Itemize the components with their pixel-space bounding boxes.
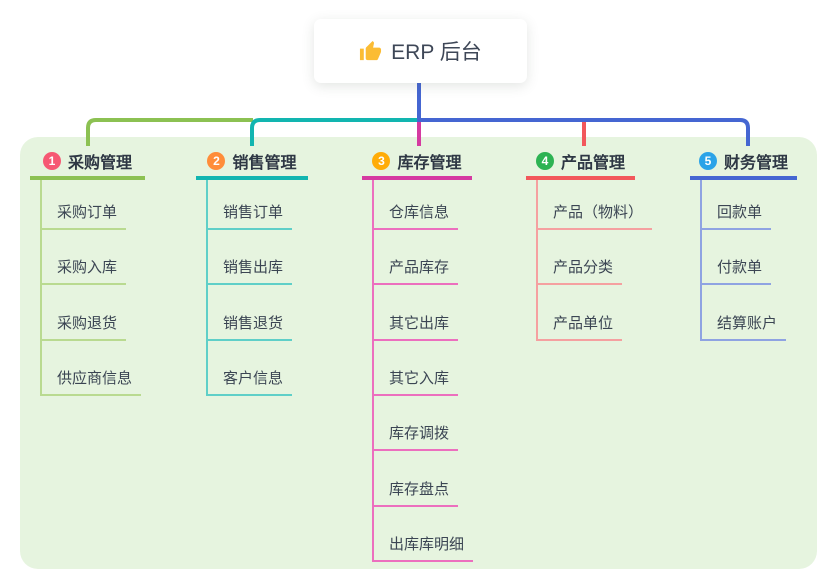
child-node[interactable]: 销售退货 xyxy=(206,314,293,341)
branch-label: 销售管理 xyxy=(232,155,297,172)
child-node[interactable]: 产品单位 xyxy=(536,314,623,341)
child-node[interactable]: 其它入库 xyxy=(372,369,459,396)
child-node[interactable]: 仓库信息 xyxy=(372,203,459,230)
branch-number-badge: 3 xyxy=(372,152,391,170)
child-rail xyxy=(206,180,208,396)
child-node[interactable]: 供应商信息 xyxy=(40,369,142,396)
branch-label: 采购管理 xyxy=(67,155,132,172)
child-node[interactable]: 销售订单 xyxy=(206,203,293,230)
child-node[interactable]: 产品分类 xyxy=(536,258,623,285)
root-label: ERP 后台 xyxy=(391,41,482,64)
child-rail xyxy=(40,180,42,396)
branch-node-4[interactable]: 4 产品管理 xyxy=(526,146,635,180)
branch-label: 财务管理 xyxy=(723,155,788,172)
root-node[interactable]: ERP 后台 xyxy=(314,19,527,83)
child-rail xyxy=(536,180,538,341)
branch-node-1[interactable]: 1 采购管理 xyxy=(30,146,145,180)
branch-node-3[interactable]: 3 库存管理 xyxy=(362,146,472,180)
child-rail xyxy=(700,180,702,341)
thumbs-up-icon xyxy=(360,40,382,60)
child-node[interactable]: 产品库存 xyxy=(372,258,459,285)
child-node[interactable]: 出库库明细 xyxy=(372,535,474,562)
child-node[interactable]: 采购订单 xyxy=(40,203,127,230)
child-node[interactable]: 销售出库 xyxy=(206,258,293,285)
branches-background-panel xyxy=(20,137,817,569)
branch-node-5[interactable]: 5 财务管理 xyxy=(690,146,797,180)
branch-node-2[interactable]: 2 销售管理 xyxy=(196,146,308,180)
branch-number-badge: 1 xyxy=(42,152,61,170)
branch-number-badge: 4 xyxy=(535,152,554,170)
child-rail xyxy=(372,180,374,562)
child-node[interactable]: 库存盘点 xyxy=(372,480,459,507)
branch-label: 库存管理 xyxy=(397,155,462,172)
child-node[interactable]: 付款单 xyxy=(700,258,772,285)
child-node[interactable]: 其它出库 xyxy=(372,314,459,341)
child-node[interactable]: 库存调拨 xyxy=(372,424,459,451)
branch-number-badge: 2 xyxy=(207,152,226,170)
child-node[interactable]: 结算账户 xyxy=(700,314,787,341)
child-node[interactable]: 回款单 xyxy=(700,203,772,230)
branch-label: 产品管理 xyxy=(560,155,625,172)
branch-number-badge: 5 xyxy=(698,152,717,170)
child-node[interactable]: 采购退货 xyxy=(40,314,127,341)
child-node[interactable]: 采购入库 xyxy=(40,258,127,285)
child-node[interactable]: 客户信息 xyxy=(206,369,293,396)
child-node[interactable]: 产品（物料） xyxy=(536,203,653,230)
